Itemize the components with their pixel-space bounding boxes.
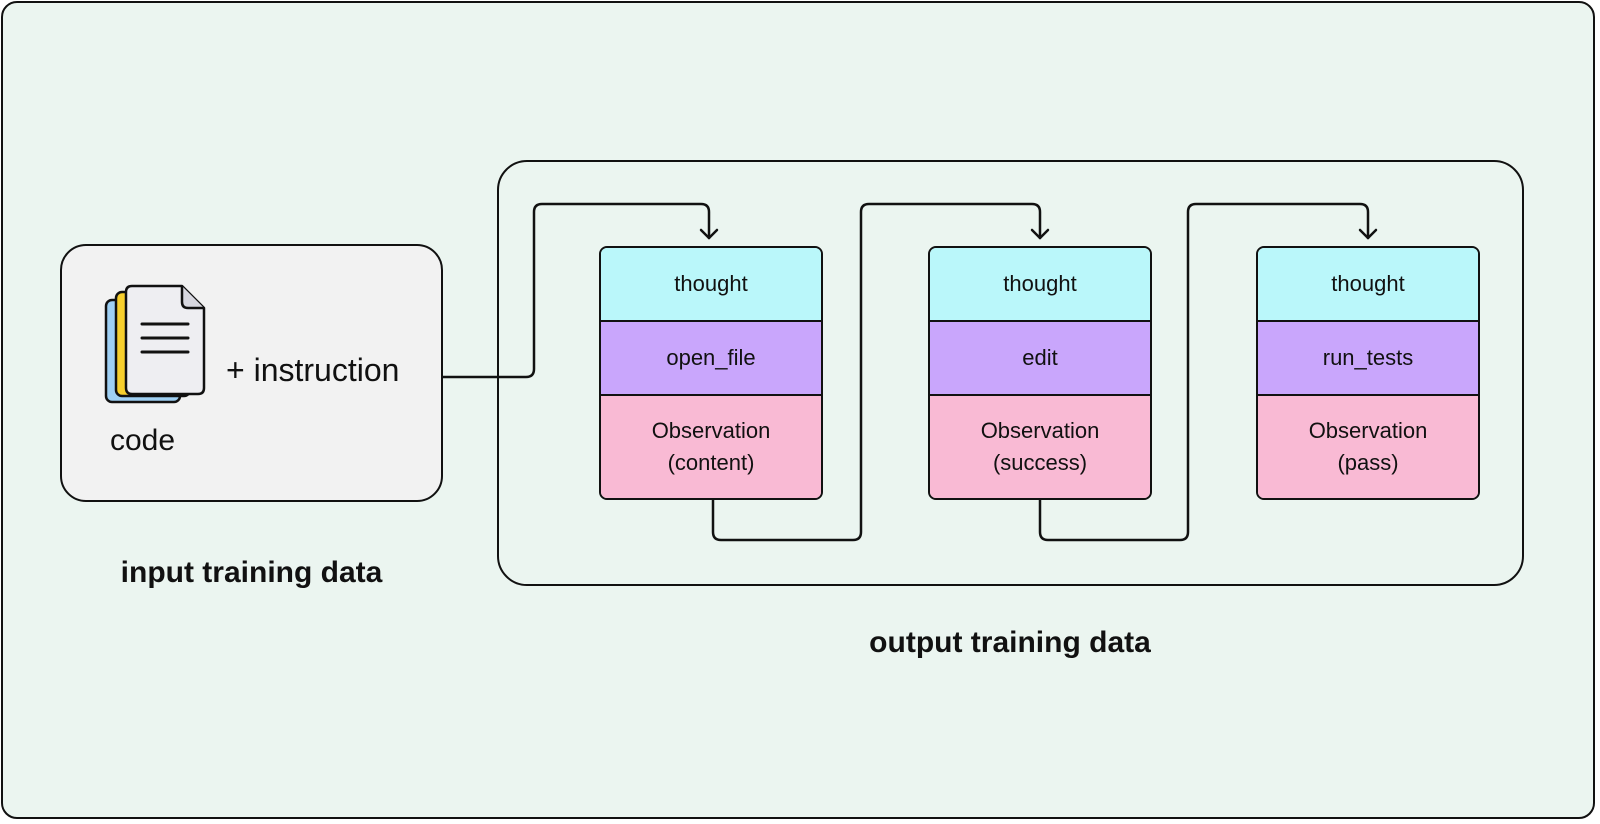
observation-title: Observation — [1308, 418, 1428, 443]
action-block: run_tests — [1258, 322, 1478, 396]
observation-title: Observation — [980, 418, 1100, 443]
observation-block: Observation (content) — [601, 396, 821, 498]
observation-detail: (pass) — [1337, 450, 1399, 475]
observation-block: Observation (pass) — [1258, 396, 1478, 498]
output-container — [497, 160, 1524, 586]
code-files-icon — [104, 284, 206, 404]
observation-detail: (content) — [667, 450, 755, 475]
output-caption: output training data — [869, 626, 1151, 659]
step-card-open-file: thought open_file Observation (content) — [599, 246, 823, 500]
step-card-edit: thought edit Observation (success) — [928, 246, 1152, 500]
thought-block: thought — [1258, 248, 1478, 322]
action-block: open_file — [601, 322, 821, 396]
step-card-run-tests: thought run_tests Observation (pass) — [1256, 246, 1480, 500]
observation-title: Observation — [651, 418, 771, 443]
input-box: code + instruction — [60, 244, 443, 502]
thought-block: thought — [601, 248, 821, 322]
thought-block: thought — [930, 248, 1150, 322]
observation-block: Observation (success) — [930, 396, 1150, 498]
input-caption: input training data — [120, 556, 383, 589]
action-block: edit — [930, 322, 1150, 396]
observation-detail: (success) — [992, 450, 1088, 475]
code-label: code — [110, 424, 176, 457]
instruction-label: + instruction — [226, 352, 400, 388]
